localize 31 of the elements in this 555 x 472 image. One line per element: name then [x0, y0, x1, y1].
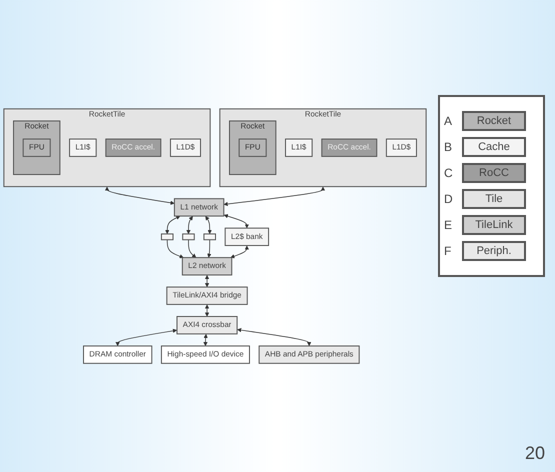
legend-swatch: Cache — [462, 137, 526, 157]
arrow — [205, 216, 212, 234]
arrow — [186, 216, 193, 234]
arrow — [204, 304, 210, 317]
legend-swatch: TileLink — [462, 215, 526, 235]
legend-swatch: Tile — [462, 189, 526, 209]
arrow — [237, 328, 312, 346]
legend-letter: D — [444, 192, 454, 206]
arrow — [188, 239, 196, 258]
arrow — [165, 216, 180, 234]
legend-letter: E — [444, 218, 454, 232]
legend-letter: B — [444, 140, 454, 154]
arrow — [224, 214, 249, 228]
legend-letter: A — [444, 114, 454, 128]
arrow — [104, 186, 175, 205]
legend-swatch: Periph. — [462, 241, 526, 261]
arrow — [224, 186, 326, 206]
legend-swatch: RoCC — [462, 163, 526, 183]
arrow — [116, 328, 177, 346]
node-box — [203, 233, 216, 240]
arrow — [207, 239, 212, 258]
arrow — [203, 334, 208, 346]
legend-swatch: Rocket — [462, 111, 526, 131]
arrow — [204, 274, 210, 288]
node-box — [160, 233, 174, 240]
node-box — [182, 233, 195, 240]
page-number: 20 — [524, 443, 545, 464]
legend-letter: C — [444, 166, 454, 180]
arrow — [166, 239, 184, 258]
legend-letter: F — [444, 244, 452, 258]
arrow — [230, 245, 249, 258]
